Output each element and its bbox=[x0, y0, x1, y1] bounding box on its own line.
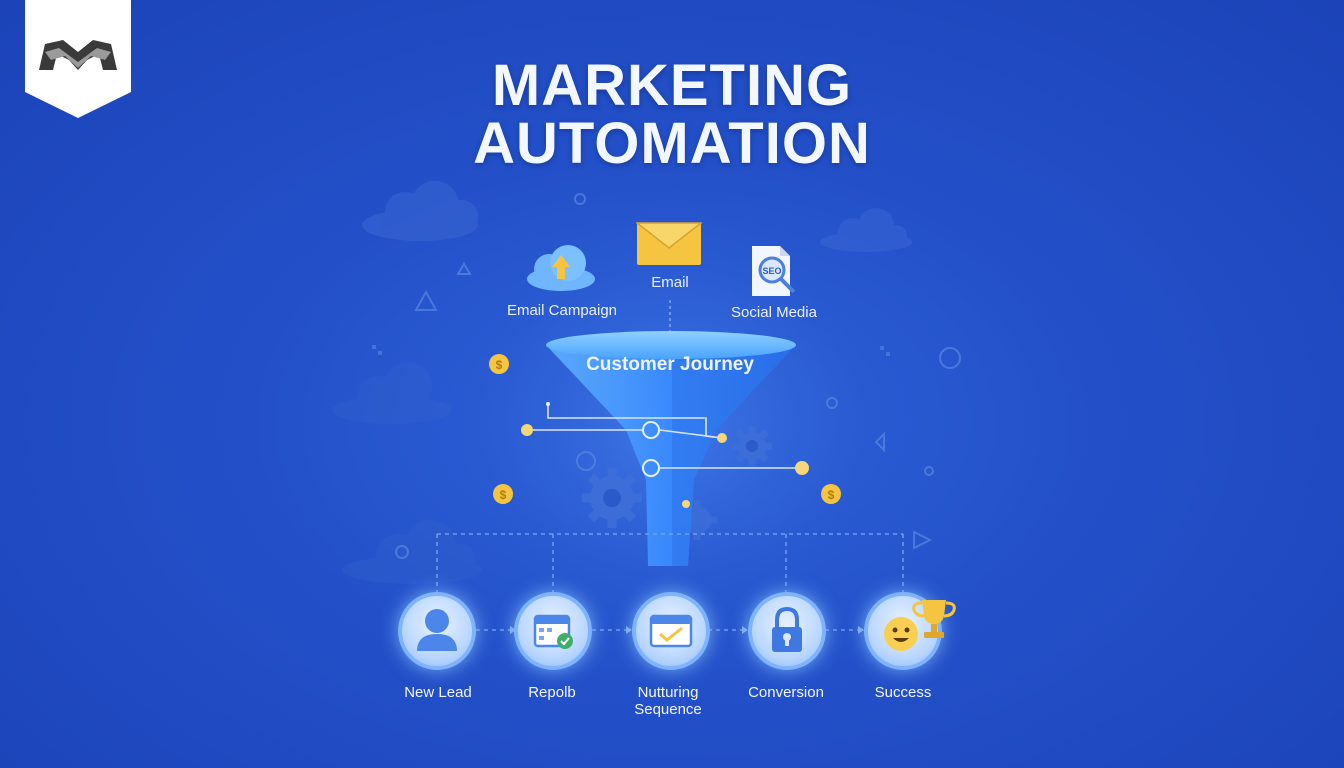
gear-icon-small bbox=[732, 426, 772, 466]
source-label-email: Email bbox=[651, 274, 689, 291]
decorative-shapes bbox=[395, 193, 961, 559]
svg-text:$: $ bbox=[500, 488, 507, 502]
stage-conversion bbox=[748, 592, 826, 670]
logo-mark-icon bbox=[39, 40, 117, 70]
stage-label-success: Success bbox=[874, 684, 932, 701]
title-line-2: AUTOMATION bbox=[473, 111, 871, 176]
stage-success bbox=[864, 592, 942, 670]
circuit-lines bbox=[527, 402, 802, 469]
envelope-icon bbox=[636, 222, 702, 265]
coin-icon-1: $ bbox=[489, 354, 509, 374]
stage-label-repolb: Repolb bbox=[528, 684, 576, 701]
source-label-email-campaign: Email Campaign bbox=[506, 302, 618, 319]
padlock-icon bbox=[772, 606, 802, 652]
background-cloud-left bbox=[362, 181, 478, 241]
stage-connectors bbox=[436, 533, 904, 631]
source-label-social-media: Social Media bbox=[731, 304, 817, 321]
coin-icon-3: $ bbox=[821, 484, 841, 504]
background-cloud-mid-left bbox=[332, 362, 452, 424]
stage-nurturing-sequence bbox=[632, 592, 710, 670]
svg-text:SEO: SEO bbox=[762, 266, 781, 276]
coin-icon-2: $ bbox=[493, 484, 513, 504]
svg-text:$: $ bbox=[496, 358, 503, 372]
seo-document-icon: SEO bbox=[752, 246, 796, 296]
background-cloud-right bbox=[820, 208, 912, 252]
gear-icon-large bbox=[582, 468, 642, 528]
calendar-check-icon bbox=[533, 614, 573, 649]
smiley-icon bbox=[884, 617, 918, 651]
trophy-icon bbox=[912, 600, 956, 638]
funnel-icon bbox=[546, 331, 796, 566]
stage-repolb bbox=[514, 592, 592, 670]
funnel-label: Customer Journey bbox=[586, 354, 754, 375]
cloud-upload-icon bbox=[527, 245, 595, 291]
stage-new-lead bbox=[398, 592, 476, 670]
stage-label-conversion: Conversion bbox=[748, 684, 824, 701]
decorative-dots bbox=[372, 345, 890, 356]
stage-label-new-lead: New Lead bbox=[404, 684, 472, 701]
calendar-heart-icon bbox=[649, 614, 693, 648]
svg-text:$: $ bbox=[828, 488, 835, 502]
user-icon bbox=[417, 609, 457, 651]
brand-logo bbox=[25, 0, 131, 118]
circuit-nodes bbox=[521, 402, 809, 508]
title-line-1: MARKETING bbox=[491, 53, 853, 118]
stage-label-nurturing-sequence: Nutturing Sequence bbox=[634, 684, 702, 718]
background-cloud-low-left bbox=[342, 520, 482, 584]
